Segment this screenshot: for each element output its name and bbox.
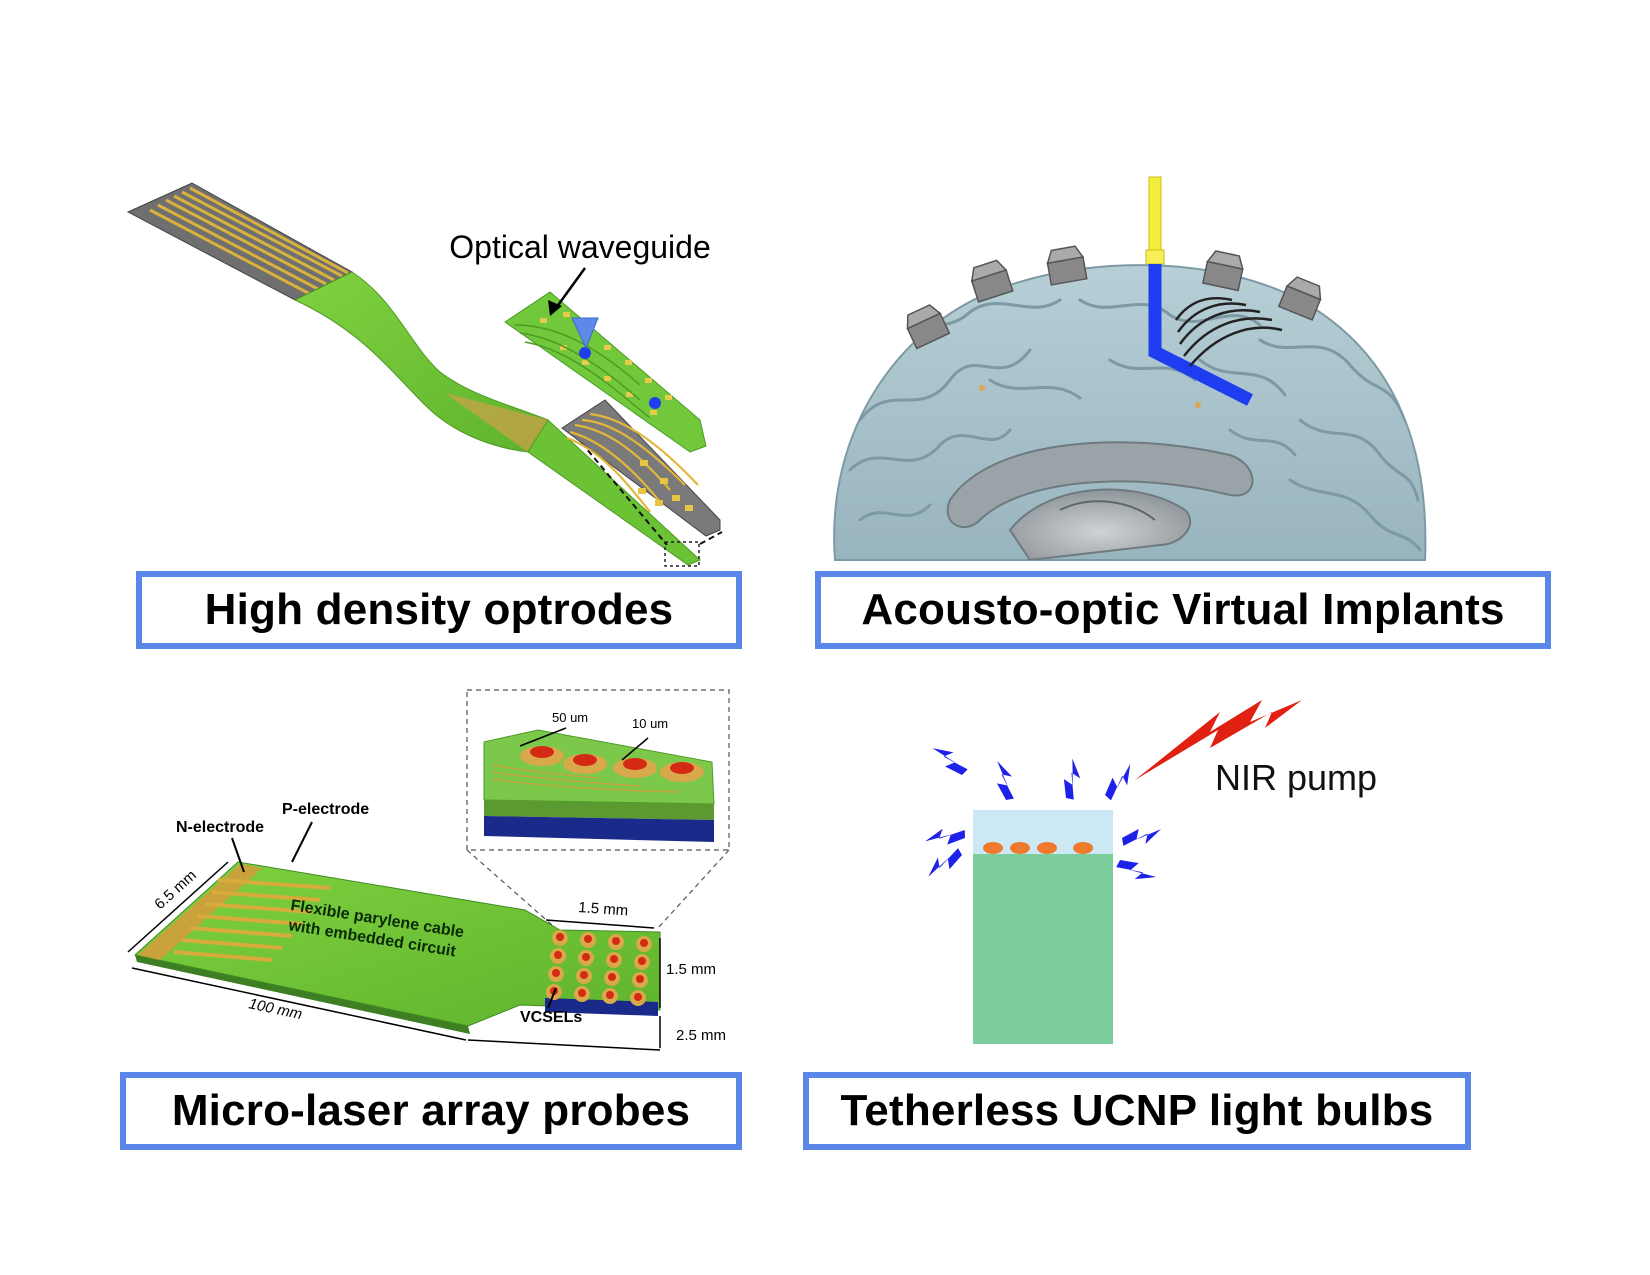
blue-bolt-icon	[928, 848, 962, 877]
dim-thickness-label: 2.5 mm	[676, 1027, 726, 1044]
dim-array-width-label: 1.5 mm	[578, 899, 629, 919]
caption-text: High density optrodes	[204, 585, 674, 634]
fiber-ferrule	[1145, 249, 1165, 265]
fiber-blue-guide	[1148, 264, 1253, 406]
blue-bolt-icon	[996, 760, 1014, 800]
inset-size-dim	[621, 737, 649, 761]
acousto-panel	[833, 176, 1427, 561]
blue-bolt-icon	[925, 828, 965, 845]
optrode-panel: Optical waveguide	[126, 182, 723, 567]
acoustic-wave-arcs	[1174, 296, 1283, 367]
inset-block-base	[484, 816, 714, 842]
inset-size-label: 10 um	[632, 716, 668, 731]
p-electrode-label: P-electrode	[282, 801, 369, 818]
optrode-triangle-pad	[445, 393, 548, 452]
connector-gold-traces	[149, 186, 349, 296]
caption-text: Micro-laser array probes	[171, 1086, 691, 1135]
tissue-block	[973, 854, 1113, 1044]
transducer-icon	[970, 259, 1014, 303]
n-electrode-label: N-electrode	[176, 819, 264, 836]
brain-focus-spot-2	[1195, 402, 1201, 408]
inset-box	[466, 689, 730, 851]
inset-block-front	[484, 800, 714, 820]
dim-line-total	[467, 1039, 661, 1051]
inset-connector-2	[657, 849, 730, 929]
blue-bolt-icon	[1063, 758, 1081, 800]
electrode-gold-pads	[638, 460, 693, 511]
dim-array-height-label: 1.5 mm	[666, 961, 716, 978]
microlaser-panel: N-electrode P-electrode Flexible parylen…	[127, 689, 730, 1051]
light-cone-icon	[571, 317, 599, 350]
optical-waveguide-label: Optical waveguide	[449, 229, 710, 265]
vcsels-pointer	[547, 987, 557, 1009]
cable-side-face	[135, 955, 470, 1034]
waveguide-pointer-arrow	[554, 267, 587, 309]
inset-traces	[491, 764, 681, 793]
zoom-line-1	[574, 434, 668, 546]
fiber-yellow-segment	[1148, 176, 1162, 258]
vcsel-array	[546, 930, 652, 1006]
brain-focus-spot-1	[979, 385, 985, 391]
transducer-icon	[1202, 250, 1244, 292]
ucnp-particles	[983, 842, 1093, 854]
caption-text: Acousto-optic Virtual Implants	[861, 585, 1505, 634]
emission-bolts	[925, 748, 1162, 880]
caption-high-density-optrodes: High density optrodes	[136, 571, 742, 649]
ucnp-panel: NIR pump	[925, 700, 1377, 1044]
dim-line-array-width	[545, 919, 655, 929]
dim-line-length	[131, 967, 467, 1041]
inset-pitch-dim	[519, 727, 567, 747]
inset-connector-1	[466, 849, 553, 926]
brain-gyri	[848, 298, 1422, 552]
transducer-icon	[1046, 245, 1088, 286]
waveguide-port-2	[649, 397, 661, 409]
nir-pump-label: NIR pump	[1215, 757, 1377, 798]
optrode-connector-pad	[126, 182, 354, 301]
ultrasound-transducers	[906, 245, 1322, 350]
waveguide-port-1	[579, 347, 591, 359]
caption-micro-laser: Micro-laser array probes	[120, 1072, 742, 1150]
blue-bolt-icon	[1116, 860, 1157, 880]
dim-line-width	[127, 861, 229, 953]
p-electrode-pointer	[291, 821, 313, 863]
optrode-tip-zoom-box	[664, 541, 700, 567]
vcsels-label: VCSELs	[520, 1009, 582, 1026]
blue-bolt-icon	[1122, 828, 1162, 846]
array-side-face	[545, 998, 658, 1016]
n-electrode-pointer	[231, 837, 245, 873]
caption-tetherless-ucnp: Tetherless UCNP light bulbs	[803, 1072, 1471, 1150]
waveguide-arrowhead	[548, 300, 562, 316]
blue-bolt-icon	[1105, 763, 1131, 801]
transducer-icon	[906, 304, 951, 350]
flex-cable-top	[133, 861, 661, 1027]
zoom-line-2	[699, 531, 723, 545]
inset-vcsels	[520, 746, 704, 782]
caption-text: Tetherless UCNP light bulbs	[840, 1086, 1434, 1135]
corpus-callosum	[946, 441, 1254, 560]
optrode-shank	[527, 419, 701, 566]
blue-bolt-icon	[932, 748, 968, 775]
caption-acousto-optic: Acousto-optic Virtual Implants	[815, 571, 1551, 649]
gold-electrode-block	[138, 864, 262, 960]
nir-pump-bolt-icon	[1135, 700, 1302, 780]
transducer-icon	[1277, 276, 1322, 321]
electrode-fingers	[173, 878, 331, 962]
inset-pitch-label: 50 um	[552, 710, 588, 725]
